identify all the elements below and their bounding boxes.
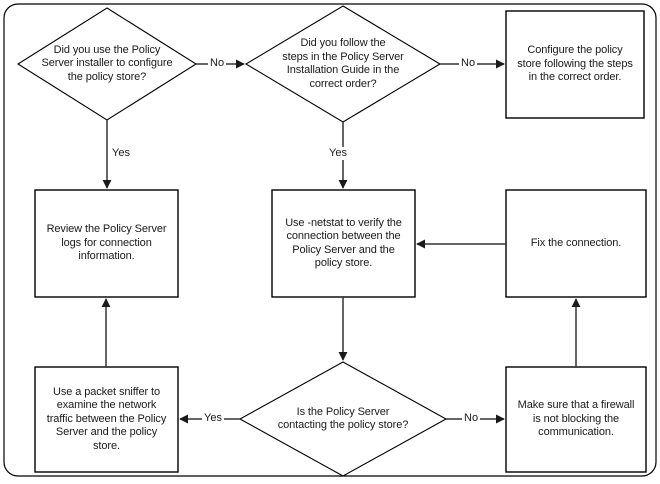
edge-label-d2-no: No [459, 57, 478, 70]
edge-label-d1-yes: Yes [110, 147, 132, 160]
decision-followed-install-guide[interactable] [244, 5, 442, 123]
edge-label-d1-no: No [208, 57, 227, 70]
edge-label-d3-no: No [462, 412, 481, 425]
decision-contacting-policy-store[interactable] [238, 361, 448, 477]
process-review-logs[interactable] [34, 189, 179, 298]
process-configure-policy-store[interactable] [505, 10, 645, 119]
diagram-frame [3, 3, 657, 477]
process-fix-connection[interactable] [505, 189, 647, 298]
decision-policy-server-installer[interactable] [16, 7, 198, 121]
process-packet-sniffer[interactable] [34, 366, 179, 473]
process-use-netstat[interactable] [271, 189, 416, 298]
edge-label-d2-yes: Yes [327, 147, 349, 160]
edge-label-d3-yes: Yes [202, 412, 224, 425]
process-check-firewall[interactable] [505, 366, 647, 473]
